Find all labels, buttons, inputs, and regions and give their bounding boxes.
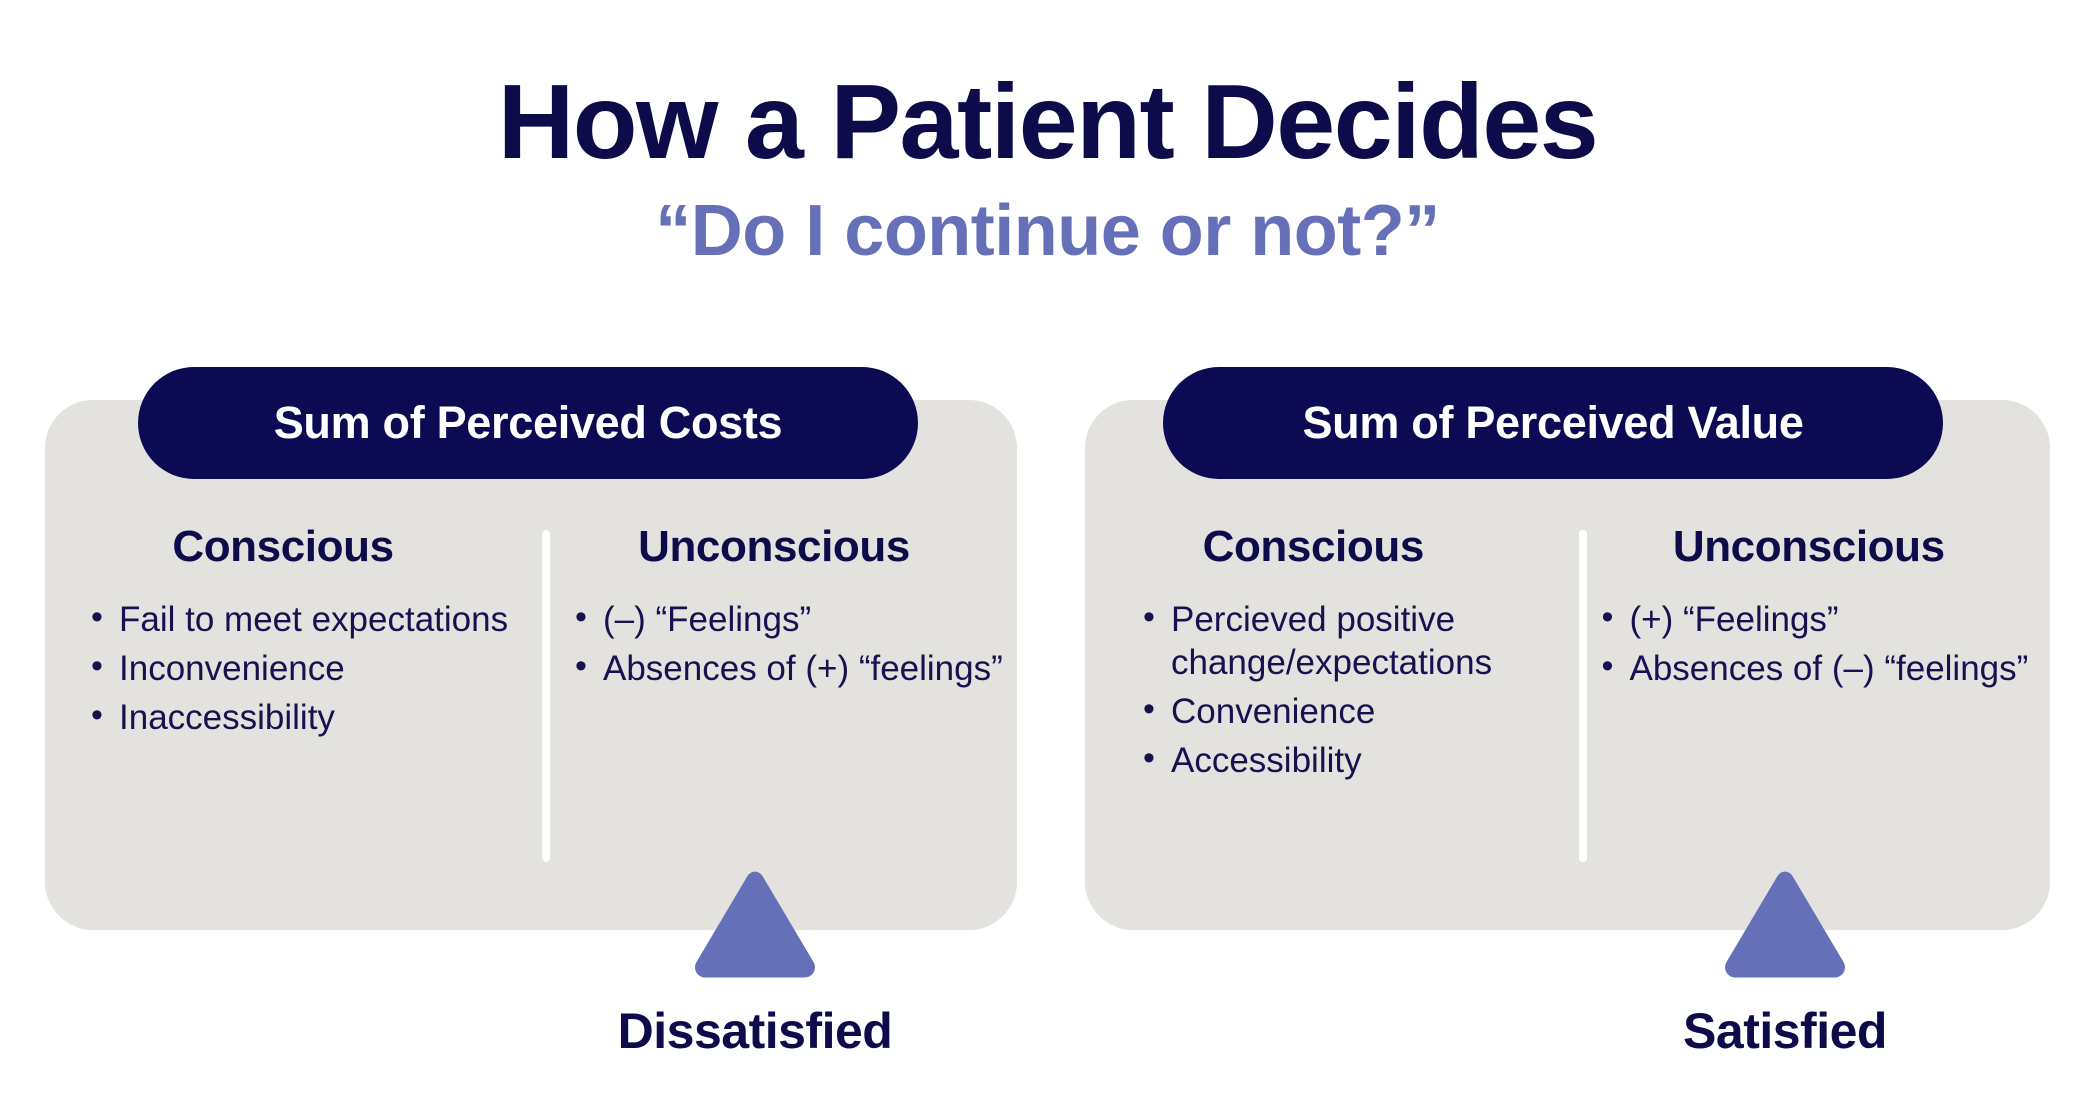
bullet-list: (+) “Feelings” Absences of (–) “feelings… — [1596, 597, 2037, 690]
outcome-label: Satisfied — [1683, 1003, 1887, 1059]
column-divider — [542, 530, 550, 862]
panel-header-label: Sum of Perceived Costs — [273, 397, 783, 448]
outcome-label: Dissatisfied — [617, 1003, 893, 1059]
column-heading: Unconscious — [1672, 522, 1945, 571]
panel-header-pill-costs: Sum of Perceived Costs — [138, 367, 918, 479]
bullet-list: Fail to meet expectations Inconvenience … — [85, 597, 517, 739]
list-item: Fail to meet expectations — [85, 597, 517, 641]
list-item: Absences of (+) “feelings” — [569, 646, 1003, 690]
panel-columns: Conscious Percieved positive change/expe… — [1085, 522, 2050, 930]
outcome-dissatisfied: Dissatisfied — [555, 868, 955, 1060]
list-item: Inconvenience — [85, 646, 517, 690]
triangle-up-icon — [691, 868, 819, 980]
column-heading: Unconscious — [638, 522, 910, 571]
bullet-list: Percieved positive change/expectations C… — [1137, 597, 1554, 782]
outcome-satisfied: Satisfied — [1585, 868, 1985, 1060]
list-item: Absences of (–) “feelings” — [1596, 646, 2037, 690]
page-subtitle: “Do I continue or not?” — [655, 191, 1440, 272]
column-conscious: Conscious Fail to meet expectations Inco… — [45, 522, 531, 930]
triangle-up-icon — [1721, 868, 1849, 980]
bullet-list: (–) “Feelings” Absences of (+) “feelings… — [569, 597, 1003, 690]
list-item: Accessibility — [1137, 738, 1554, 782]
list-item: (+) “Feelings” — [1596, 597, 2037, 641]
list-item: Percieved positive change/expectations — [1137, 597, 1554, 684]
column-heading: Conscious — [1202, 522, 1425, 571]
list-item: (–) “Feelings” — [569, 597, 1003, 641]
list-item: Inaccessibility — [85, 695, 517, 739]
column-heading: Conscious — [172, 522, 394, 571]
panel-perceived-costs: Conscious Fail to meet expectations Inco… — [45, 400, 1017, 930]
page-title: How a Patient Decides — [497, 63, 1599, 181]
panel-perceived-value: Conscious Percieved positive change/expe… — [1085, 400, 2050, 930]
column-divider — [1579, 530, 1587, 862]
panel-columns: Conscious Fail to meet expectations Inco… — [45, 522, 1017, 930]
column-unconscious: Unconscious (–) “Feelings” Absences of (… — [531, 522, 1017, 930]
panel-header-pill-value: Sum of Perceived Value — [1163, 367, 1943, 479]
panel-header-label: Sum of Perceived Value — [1302, 397, 1804, 448]
column-conscious: Conscious Percieved positive change/expe… — [1085, 522, 1568, 930]
column-unconscious: Unconscious (+) “Feelings” Absences of (… — [1568, 522, 2051, 930]
list-item: Convenience — [1137, 689, 1554, 733]
heading-block: How a Patient Decides “Do I continue or … — [0, 68, 2095, 270]
